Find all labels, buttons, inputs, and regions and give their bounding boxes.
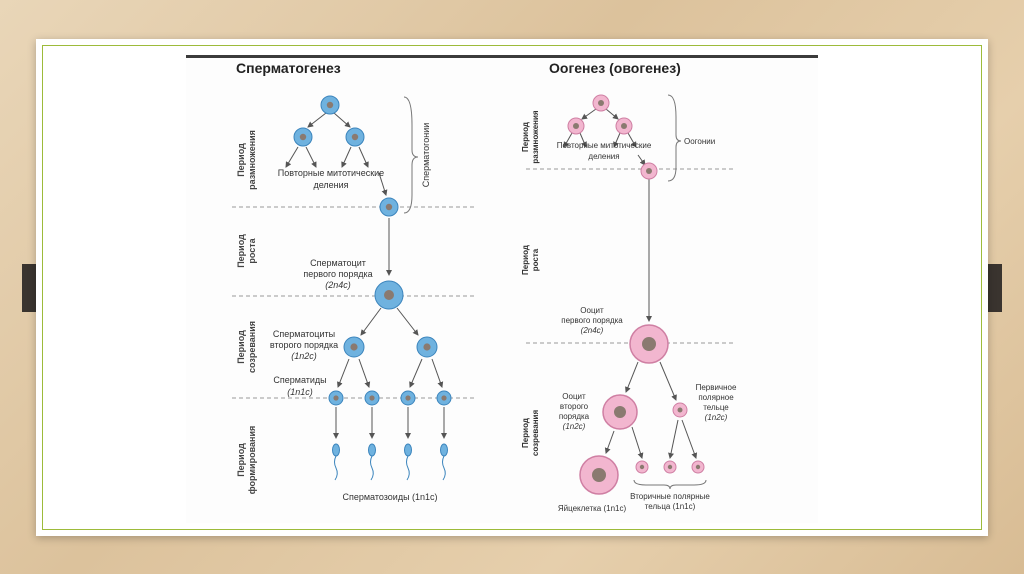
svg-text:(2n4c): (2n4c) bbox=[325, 280, 351, 290]
svg-text:Вторичные полярные: Вторичные полярные bbox=[630, 492, 710, 501]
svg-text:Первичное: Первичное bbox=[696, 383, 737, 392]
oogonium-right bbox=[615, 117, 633, 135]
svg-text:(1n2c): (1n2c) bbox=[563, 422, 586, 431]
spermatogonia-brace bbox=[403, 96, 419, 214]
svg-text:Сперматоцит: Сперматоцит bbox=[310, 258, 366, 268]
svg-text:Период: Период bbox=[521, 418, 530, 448]
svg-text:размножения: размножения bbox=[531, 110, 540, 164]
svg-text:Период: Период bbox=[236, 443, 246, 477]
secondary-oocyte-label: Ооцит второго порядка (1n2c) bbox=[559, 392, 590, 431]
svg-text:первого порядка: первого порядка bbox=[561, 316, 623, 325]
svg-text:Ооцит: Ооцит bbox=[580, 306, 604, 315]
svg-text:Повторные митотические: Повторные митотические bbox=[557, 141, 652, 150]
svg-text:Период: Период bbox=[236, 330, 246, 364]
svg-text:(1n1c): (1n1c) bbox=[287, 387, 313, 397]
oogonium-last bbox=[640, 162, 658, 180]
polar-bodies-brace bbox=[633, 479, 707, 490]
sperm-period-maturation: Период созревания bbox=[236, 321, 257, 373]
svg-text:Сперматоциты: Сперматоциты bbox=[273, 329, 335, 339]
svg-text:(1n2c): (1n2c) bbox=[705, 413, 728, 422]
spermatid-1 bbox=[328, 390, 344, 406]
svg-text:созревания: созревания bbox=[531, 410, 540, 457]
primary-spermatocyte bbox=[374, 280, 404, 310]
svg-text:размножения: размножения bbox=[247, 130, 257, 190]
svg-text:Период: Период bbox=[236, 234, 246, 268]
oogonium-top bbox=[592, 94, 610, 112]
spermatogonium-last bbox=[379, 197, 399, 217]
oogonia-brace bbox=[667, 94, 682, 182]
secondary-polar-body-3 bbox=[691, 460, 705, 474]
svg-text:первого порядка: первого порядка bbox=[303, 269, 372, 279]
oogenesis-title: Оогенез (овогенез) bbox=[549, 60, 681, 76]
primary-oocyte bbox=[629, 324, 669, 364]
secondary-spermatocyte-left bbox=[343, 336, 365, 358]
figure-top-line bbox=[186, 55, 818, 58]
secondary-polar-body-1 bbox=[635, 460, 649, 474]
svg-text:(2n4c): (2n4c) bbox=[581, 326, 604, 335]
spermatid-3 bbox=[400, 390, 416, 406]
spermatogonium-right bbox=[345, 127, 365, 147]
spermatozoon-4 bbox=[440, 443, 448, 481]
oo-period-maturation: Период созревания bbox=[521, 410, 540, 457]
secondary-polar-body-2 bbox=[663, 460, 677, 474]
svg-text:Повторные митотические: Повторные митотические bbox=[278, 168, 384, 178]
svg-text:созревания: созревания bbox=[247, 321, 257, 373]
svg-text:тельце: тельце bbox=[703, 403, 729, 412]
spermatogenesis-title: Сперматогенез bbox=[236, 60, 341, 76]
svg-text:формирования: формирования bbox=[247, 426, 257, 494]
svg-text:деления: деления bbox=[313, 180, 348, 190]
primary-oocyte-label: Ооцит первого порядка (2n4c) bbox=[561, 306, 623, 335]
svg-text:Ооцит: Ооцит bbox=[562, 392, 586, 401]
svg-text:Сперматогонии: Сперматогонии bbox=[421, 123, 431, 188]
spermatozoon-1 bbox=[332, 443, 340, 481]
svg-text:порядка: порядка bbox=[559, 412, 590, 421]
svg-text:Сперматиды: Сперматиды bbox=[273, 375, 326, 385]
secondary-oocyte bbox=[602, 394, 638, 430]
spermatogonium-left bbox=[293, 127, 313, 147]
secondary-spermatocyte-right bbox=[416, 336, 438, 358]
oo-period-growth: Период роста bbox=[521, 245, 540, 275]
svg-text:Период: Период bbox=[521, 245, 530, 275]
secondary-polar-bodies-label: Вторичные полярные тельца (1n1c) bbox=[630, 492, 710, 511]
spermatid-2 bbox=[364, 390, 380, 406]
svg-text:роста: роста bbox=[531, 248, 540, 271]
slide-border bbox=[42, 45, 982, 530]
svg-text:Период: Период bbox=[521, 122, 530, 152]
sperm-mitotic-label: Повторные митотические деления bbox=[278, 168, 384, 190]
spermatozoa-label: Сперматозоиды (1n1c) bbox=[342, 492, 437, 502]
spermatids-label: Сперматиды (1n1c) bbox=[273, 375, 326, 397]
primary-spermatocyte-label: Сперматоцит первого порядка (2n4c) bbox=[303, 258, 372, 290]
oogonium-left bbox=[567, 117, 585, 135]
svg-text:второго порядка: второго порядка bbox=[270, 340, 338, 350]
oo-period-reproduction: Период размножения bbox=[521, 110, 540, 164]
svg-text:Период: Период bbox=[236, 143, 246, 177]
spermatogonium-top bbox=[320, 95, 340, 115]
spermatid-4 bbox=[436, 390, 452, 406]
gametogenesis-figure: Сперматогенез Оогенез (овогенез) Период … bbox=[186, 55, 818, 523]
egg-cell-label: Яйцеклетка (1n1c) bbox=[558, 504, 627, 513]
svg-text:второго: второго bbox=[560, 402, 589, 411]
gametogenesis-diagram: Сперматогенез Оогенез (овогенез) Период … bbox=[232, 60, 737, 513]
egg-cell bbox=[579, 455, 619, 495]
sperm-period-growth: Период роста bbox=[236, 234, 257, 268]
spermatogonia-label: Сперматогонии bbox=[421, 123, 431, 188]
svg-text:(1n2c): (1n2c) bbox=[291, 351, 317, 361]
oogonia-label: Оогонии bbox=[684, 137, 715, 146]
sperm-period-formation: Период формирования bbox=[236, 426, 257, 494]
primary-polar-body bbox=[672, 402, 688, 418]
secondary-spermatocytes-label: Сперматоциты второго порядка (1n2c) bbox=[270, 329, 338, 361]
oo-mitotic-label: Повторные митотические деления bbox=[557, 141, 652, 161]
svg-text:деления: деления bbox=[588, 152, 619, 161]
svg-text:тельца (1n1c): тельца (1n1c) bbox=[645, 502, 696, 511]
spermatozoon-2 bbox=[368, 443, 376, 481]
svg-text:полярное: полярное bbox=[698, 393, 734, 402]
primary-polar-body-label: Первичное полярное тельце (1n2c) bbox=[696, 383, 737, 422]
svg-text:роста: роста bbox=[247, 237, 257, 263]
sperm-period-reproduction: Период размножения bbox=[236, 130, 257, 190]
spermatozoon-3 bbox=[404, 443, 412, 481]
